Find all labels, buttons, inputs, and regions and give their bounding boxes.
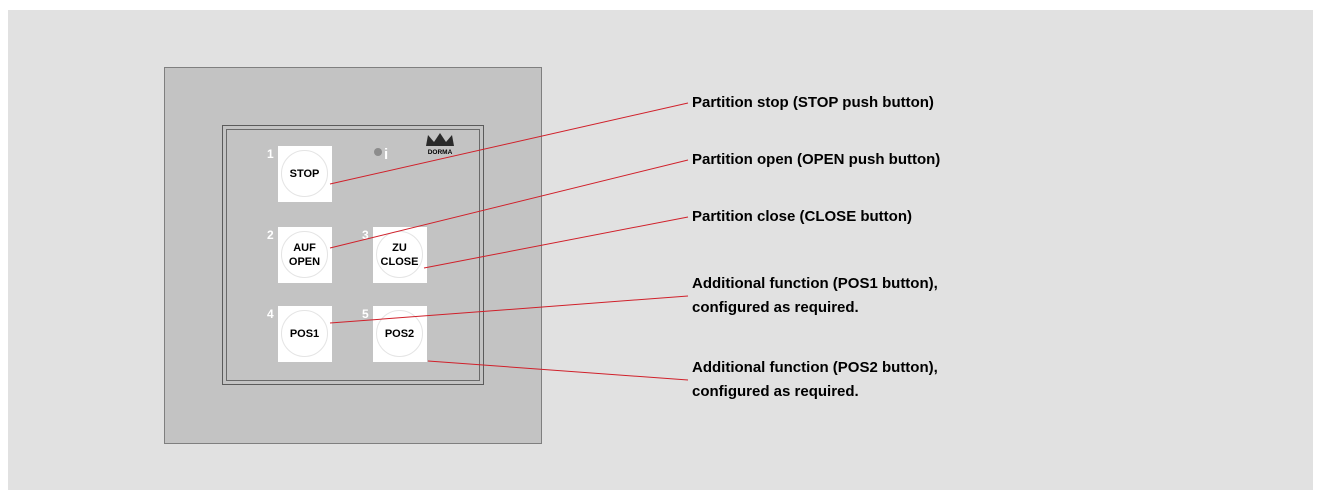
close-button-face: ZU CLOSE — [376, 231, 423, 278]
pos1-button-label: POS1 — [289, 327, 320, 340]
open-button-label-de: AUF — [293, 241, 316, 254]
callout-open: Partition open (OPEN push button) — [692, 148, 940, 172]
open-button[interactable]: AUF OPEN — [278, 227, 332, 283]
callout-close: Partition close (CLOSE button) — [692, 205, 912, 229]
key-1-number: 1 — [267, 147, 274, 161]
close-button-label-de: ZU — [392, 241, 407, 254]
keypad-inner-border — [226, 129, 480, 381]
callout-close-text: Partition close (CLOSE button) — [692, 208, 912, 225]
callout-pos1: Additional function (POS1 button), confi… — [692, 272, 938, 320]
callout-pos1-line2: configured as required. — [692, 299, 859, 316]
info-icon: i — [384, 146, 389, 163]
pos2-button-face: POS2 — [376, 310, 423, 357]
info-led — [374, 148, 382, 156]
pos1-button-face: POS1 — [281, 310, 328, 357]
close-button[interactable]: ZU CLOSE — [373, 227, 427, 283]
callout-pos2: Additional function (POS2 button), confi… — [692, 356, 938, 404]
key-3-number: 3 — [362, 228, 369, 242]
stop-button-face: STOP — [281, 150, 328, 197]
stop-button-label: STOP — [289, 167, 320, 180]
close-button-label-en: CLOSE — [380, 255, 419, 268]
open-button-label-en: OPEN — [288, 255, 321, 268]
callout-stop-text: Partition stop (STOP push button) — [692, 94, 934, 111]
key-2-number: 2 — [267, 228, 274, 242]
callout-pos2-line1: Additional function (POS2 button), — [692, 359, 938, 376]
pos1-button[interactable]: POS1 — [278, 306, 332, 362]
callout-pos2-line2: configured as required. — [692, 383, 859, 400]
open-button-face: AUF OPEN — [281, 231, 328, 278]
callout-open-text: Partition open (OPEN push button) — [692, 151, 941, 168]
key-5-number: 5 — [362, 307, 369, 321]
pos2-button-label: POS2 — [384, 327, 415, 340]
pos2-button[interactable]: POS2 — [373, 306, 427, 362]
callout-stop: Partition stop (STOP push button) — [692, 91, 934, 115]
key-4-number: 4 — [267, 307, 274, 321]
stop-button[interactable]: STOP — [278, 146, 332, 202]
callout-pos1-line1: Additional function (POS1 button), — [692, 275, 938, 292]
